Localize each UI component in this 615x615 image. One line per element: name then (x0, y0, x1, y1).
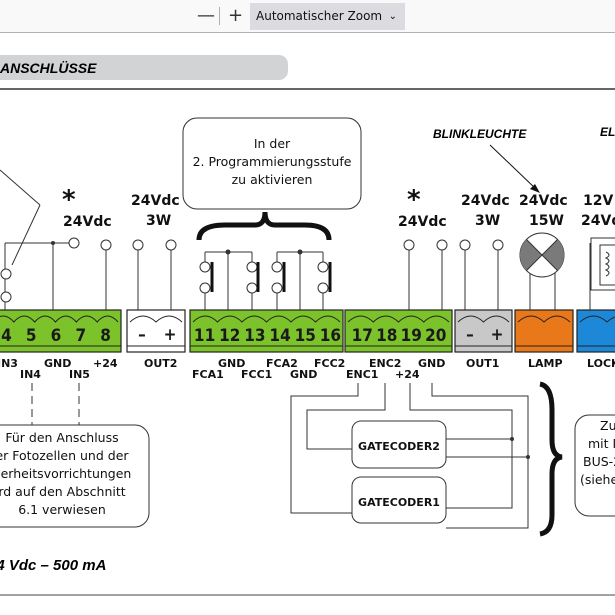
zoom-in-button[interactable]: + (228, 5, 244, 26)
label-in4: IN4 (20, 368, 41, 381)
label-gnd: GND (44, 357, 71, 370)
blinkleuchte-label: BLINKLEUCHTE (433, 127, 527, 141)
chevron-down-icon: ⌄ (388, 11, 397, 22)
note-line: Für den Anschluss (5, 430, 118, 445)
terminal-number: 17 (352, 326, 373, 346)
label-out2: OUT2 (144, 357, 177, 370)
section-title: ANSCHLÜSSE (0, 60, 97, 76)
terminal-number: 4 (1, 326, 12, 346)
gatecoder1-label: GATECODER1 (358, 496, 440, 509)
wiring-diagram: ANSCHLÜSSE * 24Vdc 24Vdc 3W In der 2. Pr… (0, 55, 615, 596)
left-wiring: * 24Vdc 24Vdc 3W (0, 169, 180, 310)
wattage-label: 3W (475, 213, 500, 229)
photocell-note: Für den Anschluss er Fotozellen und der … (0, 383, 150, 528)
plus-sign: + (164, 325, 177, 345)
terminal-number: 18 (376, 326, 397, 346)
voltage-label: 24Vdc (398, 214, 447, 230)
label-gnd: GND (418, 357, 445, 370)
note-line: (siehe (580, 472, 615, 487)
label-plus24: +24 (93, 357, 118, 370)
voltage-label: 12V (583, 193, 613, 209)
note-line: zu aktivieren (232, 172, 313, 187)
terminal-number: 12 (219, 326, 240, 346)
terminal-number: 20 (425, 326, 446, 346)
plus-sign: + (491, 325, 504, 345)
wattage-label: 15W (529, 213, 564, 229)
terminal-block-lamp (514, 309, 574, 353)
star-marker: * (407, 185, 421, 215)
terminal-number: 6 (51, 326, 62, 346)
voltage-label: 24Vdc (63, 214, 112, 230)
label-fca1: FCA1 (192, 368, 224, 381)
voltage-label: 24Vdc (519, 193, 568, 209)
supply-rating: 24 Vdc – 500 mA (0, 557, 106, 574)
note-line: In der (254, 136, 291, 151)
label-gnd: GND (218, 357, 245, 370)
toolbar-divider (219, 7, 220, 25)
note-line: nerheitsvorrichtungen (0, 466, 131, 481)
terminal-block-out1: –+ (454, 309, 513, 353)
truncated-label: EL (600, 125, 615, 139)
note-line: 2. Programmierungsstufe (193, 154, 352, 169)
note-line: 6.1 verwiesen (18, 502, 106, 517)
lock-coil-icon (590, 237, 615, 291)
bus-note: Zu mit M BUS-2 (siehe (574, 414, 615, 517)
pdf-toolbar: — + Automatischer Zoom ⌄ (0, 0, 615, 33)
voltage-label: 24Vdc (581, 213, 615, 229)
lamp-icon (519, 232, 565, 278)
gatecoder-wiring (290, 383, 530, 529)
gatecoder2-label: GATECODER2 (358, 440, 440, 453)
label-enc1: ENC1 (346, 368, 378, 381)
arrow-head-icon (530, 184, 540, 193)
curly-brace-icon (196, 211, 332, 241)
label-lamp: LAMP (528, 357, 563, 370)
voltage-label: 24Vdc (461, 193, 510, 209)
note-line: rd auf den Abschnitt (0, 484, 126, 499)
safety-contacts (199, 249, 332, 310)
label-out1: OUT1 (466, 357, 499, 370)
terminal-block-lock (576, 309, 615, 353)
terminal-number: 11 (194, 326, 215, 346)
label-lock: LOCK (587, 357, 615, 370)
terminal-number: 15 (295, 326, 316, 346)
terminal-number: 16 (320, 326, 341, 346)
star-marker: * (62, 185, 76, 215)
label-fcc1: FCC1 (241, 368, 272, 381)
terminal-number: 14 (269, 326, 290, 346)
zoom-value: Automatischer Zoom (256, 9, 383, 23)
note-line: mit M (588, 436, 615, 451)
label-in5: IN5 (69, 368, 90, 381)
note-line: er Fotozellen und der (0, 448, 129, 463)
terminal-number: 5 (26, 326, 37, 346)
terminal-number: 8 (100, 326, 111, 346)
arrow-line (489, 144, 538, 191)
terminal-number: 13 (244, 326, 265, 346)
programming-note-box (182, 117, 362, 210)
zoom-select[interactable]: Automatischer Zoom ⌄ (250, 3, 405, 30)
zoom-out-button[interactable]: — (197, 5, 215, 26)
minus-sign: – (138, 325, 146, 345)
label-in3: IN3 (0, 357, 18, 370)
minus-sign: – (466, 325, 474, 345)
voltage-label: 24Vdc (131, 193, 180, 209)
note-line: BUS-2 (583, 454, 615, 469)
label-gnd: GND (290, 368, 317, 381)
label-fcc2: FCC2 (314, 357, 345, 370)
section-header-bar (0, 55, 288, 80)
terminal-number: 7 (75, 326, 86, 346)
label-plus24: +24 (395, 368, 420, 381)
label-enc2: ENC2 (369, 357, 401, 370)
terminal-block-out2: –+ (126, 309, 186, 353)
terminal-number: 19 (401, 326, 422, 346)
curly-brace-icon (539, 381, 563, 537)
wattage-label: 3W (146, 213, 171, 229)
terminal-labels: IN3 GND +24 OUT2 GND FCA2 FCC2 ENC2 GND … (0, 357, 615, 381)
note-line: Zu (600, 418, 615, 433)
label-fca2: FCA2 (266, 357, 298, 370)
